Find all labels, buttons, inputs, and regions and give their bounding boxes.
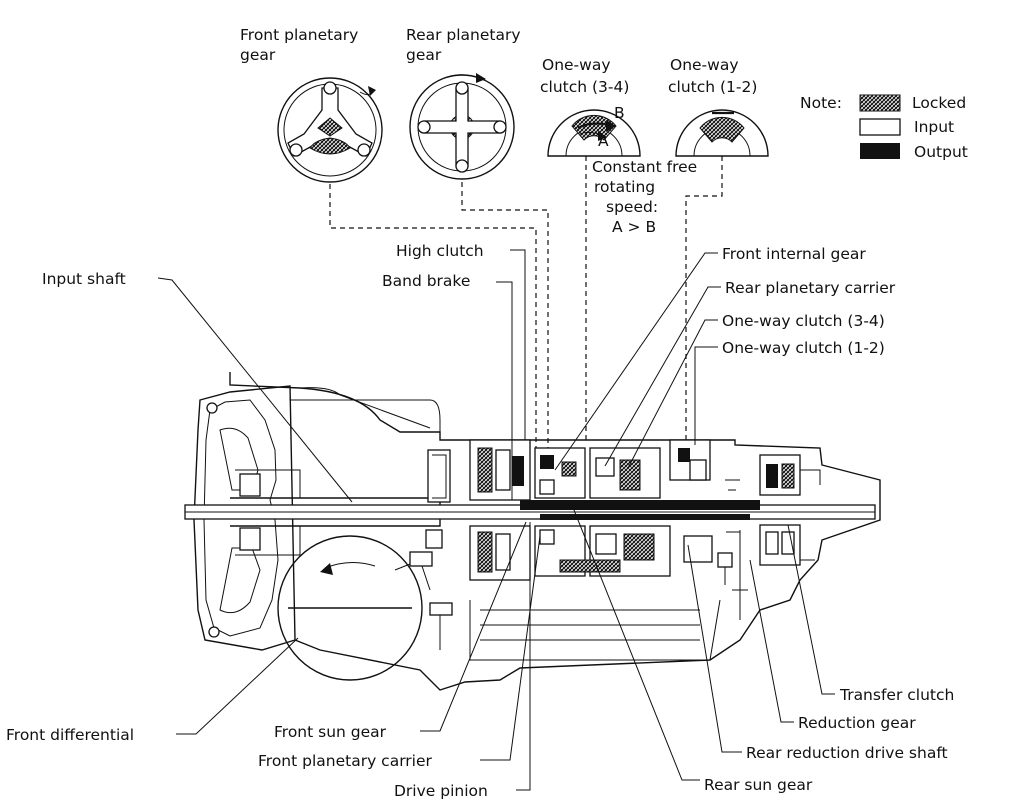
legend: Note: Locked Input Output: [800, 94, 968, 161]
legend-swatch-output: [860, 143, 900, 159]
owc-12-top-label: One-way: [670, 56, 739, 74]
owc-34-top-label-2: clutch (3-4): [540, 78, 629, 96]
rear-planetary-label: Rear planetary: [406, 26, 521, 44]
label-rear-reduction-drive-shaft: Rear reduction drive shaft: [746, 744, 948, 762]
legend-swatch-input: [859, 118, 901, 136]
rotating-label: rotating: [594, 178, 655, 196]
a-greater-b-label: A > B: [612, 218, 656, 236]
legend-locked-label: Locked: [912, 94, 966, 112]
label-owc-34: One-way clutch (3-4): [722, 312, 885, 330]
front-planetary-gear-icon: [277, 77, 383, 183]
one-way-clutch-1-2-icon: [675, 109, 769, 157]
label-rear-planetary-carrier: Rear planetary carrier: [725, 279, 896, 297]
label-front-planetary-carrier: Front planetary carrier: [258, 752, 433, 770]
label-rear-sun-gear: Rear sun gear: [704, 776, 813, 794]
label-drive-pinion: Drive pinion: [394, 782, 488, 800]
dashed-connectors: [329, 156, 723, 450]
speed-label: speed:: [606, 198, 658, 216]
arrow-a-label: A: [598, 132, 609, 150]
label-front-differential: Front differential: [6, 726, 134, 744]
transmission-housing: [184, 372, 881, 691]
label-high-clutch: High clutch: [396, 242, 484, 260]
front-planetary-label: Front planetary: [240, 26, 358, 44]
legend-output-label: Output: [914, 143, 968, 161]
label-front-sun-gear: Front sun gear: [274, 723, 387, 741]
label-reduction-gear: Reduction gear: [798, 714, 916, 732]
label-band-brake: Band brake: [382, 272, 470, 290]
constant-free-label: Constant free: [592, 158, 697, 176]
label-owc-12: One-way clutch (1-2): [722, 339, 885, 357]
label-front-internal-gear: Front internal gear: [722, 245, 866, 263]
legend-note: Note:: [800, 94, 842, 112]
owc-12-top-label-2: clutch (1-2): [668, 78, 757, 96]
one-way-clutch-3-4-icon: [547, 109, 641, 157]
rear-planetary-gear-icon: [409, 73, 515, 180]
leader-lines: [157, 249, 835, 791]
arrow-b-label: B: [614, 104, 625, 122]
front-planetary-label-2: gear: [240, 46, 276, 64]
label-transfer-clutch: Transfer clutch: [839, 686, 954, 704]
legend-swatch-locked: [859, 94, 901, 112]
rear-planetary-label-2: gear: [406, 46, 442, 64]
legend-input-label: Input: [914, 118, 954, 136]
owc-34-top-label: One-way: [542, 56, 611, 74]
front-differential: [277, 535, 453, 681]
label-input-shaft: Input shaft: [42, 270, 126, 288]
